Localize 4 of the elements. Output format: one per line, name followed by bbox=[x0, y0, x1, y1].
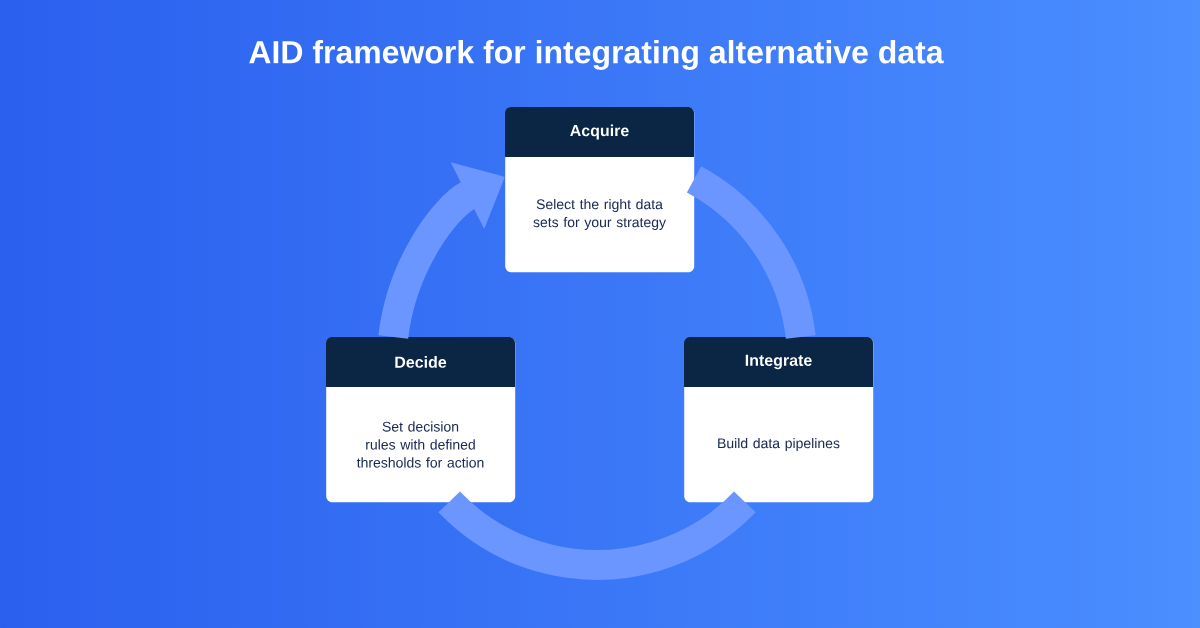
card: Acquire Select the right data sets for your strategy bbox=[505, 107, 695, 273]
title: AID framework for integrating alternative data bbox=[249, 40, 944, 70]
card: Decide Set decision rules with defined thresholds for action bbox=[326, 337, 516, 503]
card: Integrate Build data pipelines bbox=[684, 337, 874, 503]
